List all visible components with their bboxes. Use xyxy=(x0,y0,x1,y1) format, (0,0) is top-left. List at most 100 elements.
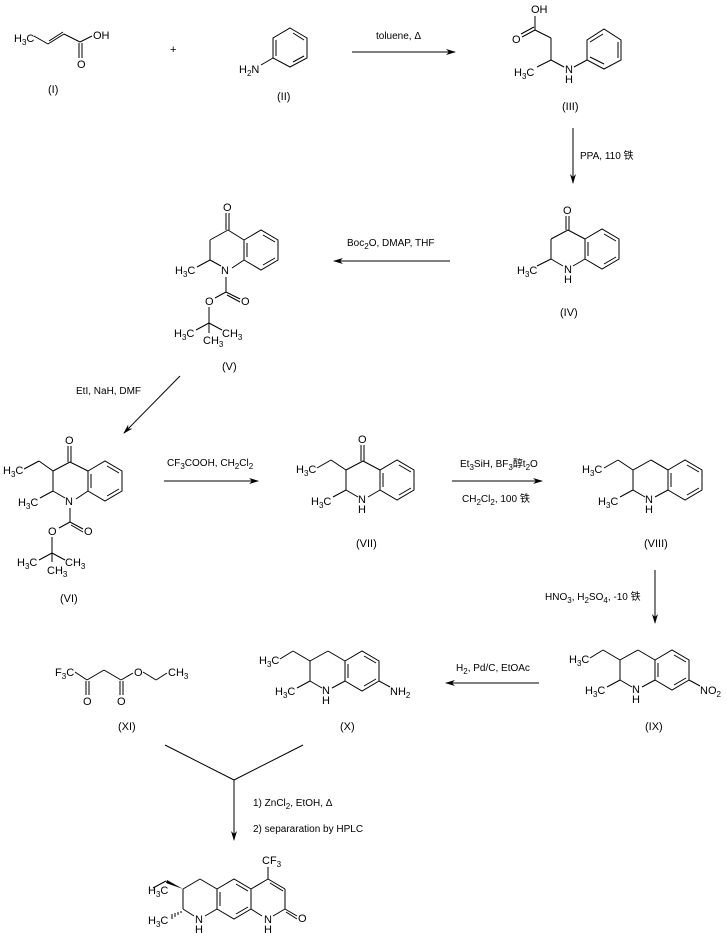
atom-o: O xyxy=(358,434,367,446)
compound-label-II: (II) xyxy=(277,91,290,103)
bond xyxy=(58,521,71,529)
bond-double xyxy=(589,33,604,43)
reaction-arrow-1: toluene, Δ xyxy=(352,31,456,55)
bond xyxy=(260,57,274,66)
bond-double xyxy=(226,294,241,303)
conditions-r2: PPA, 110 铁 xyxy=(580,149,634,162)
atom-o: O xyxy=(563,205,572,217)
bond xyxy=(536,59,552,68)
atom-o: O xyxy=(134,667,143,679)
bond xyxy=(209,259,222,267)
bond xyxy=(152,880,167,889)
atom-o: O xyxy=(223,202,232,214)
compound-IX: H3C H3C N H NO2 (IX) xyxy=(569,649,722,733)
atom-ch3: CH3 xyxy=(203,335,224,349)
benzene-ring xyxy=(667,459,703,501)
conditions-r7: HNO3, H2SO4, -10 铁 xyxy=(545,590,641,605)
bond xyxy=(654,489,669,498)
conditions-r3: Boc2O, DMAP, THF xyxy=(347,238,434,251)
compound-label-IV: (IV) xyxy=(560,307,578,319)
reaction-arrow-9: 1) ZnCl2, EtOH, Δ 2) separaration by HPL… xyxy=(164,744,363,841)
compound-label-III: (III) xyxy=(562,101,579,113)
conditions-r6-line2: CH2Cl2, 100 铁 xyxy=(462,492,530,507)
bond xyxy=(195,322,210,331)
bond xyxy=(316,459,332,469)
atom-h3c: H3C xyxy=(18,497,38,511)
bond-double xyxy=(673,677,687,686)
atom-h: H xyxy=(195,924,203,936)
bond xyxy=(52,490,66,499)
atom-h3c: H3C xyxy=(598,496,618,510)
compound-label-X: (X) xyxy=(340,721,355,733)
atom-ch3: CH3 xyxy=(47,565,68,579)
atom-o: O xyxy=(205,296,214,308)
atom-ch3: CH3 xyxy=(222,328,243,342)
bond-double xyxy=(398,487,412,496)
atom-n: N xyxy=(195,914,203,926)
atom-nh2: NH2 xyxy=(390,686,411,700)
benzene-ring xyxy=(243,229,279,271)
bond xyxy=(214,291,227,299)
benzene-ring xyxy=(584,228,620,270)
bond xyxy=(182,878,201,890)
compound-label-XI: (XI) xyxy=(118,721,136,733)
bond xyxy=(196,259,211,268)
atom-h3c: H3C xyxy=(14,33,34,47)
benzene-ring xyxy=(586,28,622,70)
bond xyxy=(39,490,54,499)
atom-h2n: H2N xyxy=(239,64,259,78)
bond-double xyxy=(292,32,305,41)
atom-n: N xyxy=(65,496,73,508)
bond xyxy=(331,680,346,689)
atom-h: H xyxy=(632,694,640,706)
benzene-ring xyxy=(379,459,415,501)
bond xyxy=(103,669,122,681)
atom-h: H xyxy=(565,74,573,86)
bond xyxy=(69,461,89,472)
bond-double xyxy=(269,882,284,892)
atom-o: O xyxy=(48,526,57,538)
bond xyxy=(589,649,604,659)
atom-h: H xyxy=(645,504,653,516)
conditions-r1: toluene, Δ xyxy=(376,31,421,42)
hashed-bond xyxy=(171,911,182,919)
atom-o: O xyxy=(83,696,92,708)
bond xyxy=(267,878,286,890)
bond xyxy=(572,258,586,267)
compound-label-V: (V) xyxy=(222,361,237,373)
bond-double xyxy=(106,465,120,474)
bond xyxy=(51,552,66,561)
atom-n: N xyxy=(264,914,272,926)
compound-VII: O H3C H3C N H (VII) xyxy=(296,434,415,550)
bond xyxy=(199,878,218,890)
plus-sign: + xyxy=(170,44,176,56)
arrow-branch-right xyxy=(233,744,304,781)
bond-double xyxy=(686,487,700,496)
bond xyxy=(75,490,89,500)
conditions-r5: CF3COOH, CH2Cl2 xyxy=(167,458,254,471)
compound-V: O H3C N O O H3C CH3 CH3 (V) xyxy=(174,202,279,373)
bond xyxy=(602,649,621,661)
atom-ch3: CH3 xyxy=(168,667,189,681)
bond xyxy=(155,672,168,681)
compound-final: H3C H3C N H O N H CF3 xyxy=(148,855,307,936)
bond xyxy=(23,460,40,470)
bond xyxy=(617,459,634,471)
bond-double xyxy=(398,464,412,473)
bond xyxy=(231,259,245,269)
atom-h3c: H3C xyxy=(569,654,589,668)
atom-o: O xyxy=(241,296,250,308)
bond xyxy=(330,459,347,471)
bond xyxy=(47,33,65,45)
bond xyxy=(603,459,619,469)
bond xyxy=(327,650,346,662)
compound-I: H3C OH O (I) xyxy=(14,30,110,96)
atom-o: O xyxy=(117,696,126,708)
bond xyxy=(292,650,311,662)
compound-label-IX: (IX) xyxy=(645,721,663,733)
atom-h3c: H3C xyxy=(148,885,168,899)
bond-double xyxy=(70,524,84,533)
bond xyxy=(345,460,364,471)
bond xyxy=(632,459,652,471)
bond-double xyxy=(603,233,617,242)
